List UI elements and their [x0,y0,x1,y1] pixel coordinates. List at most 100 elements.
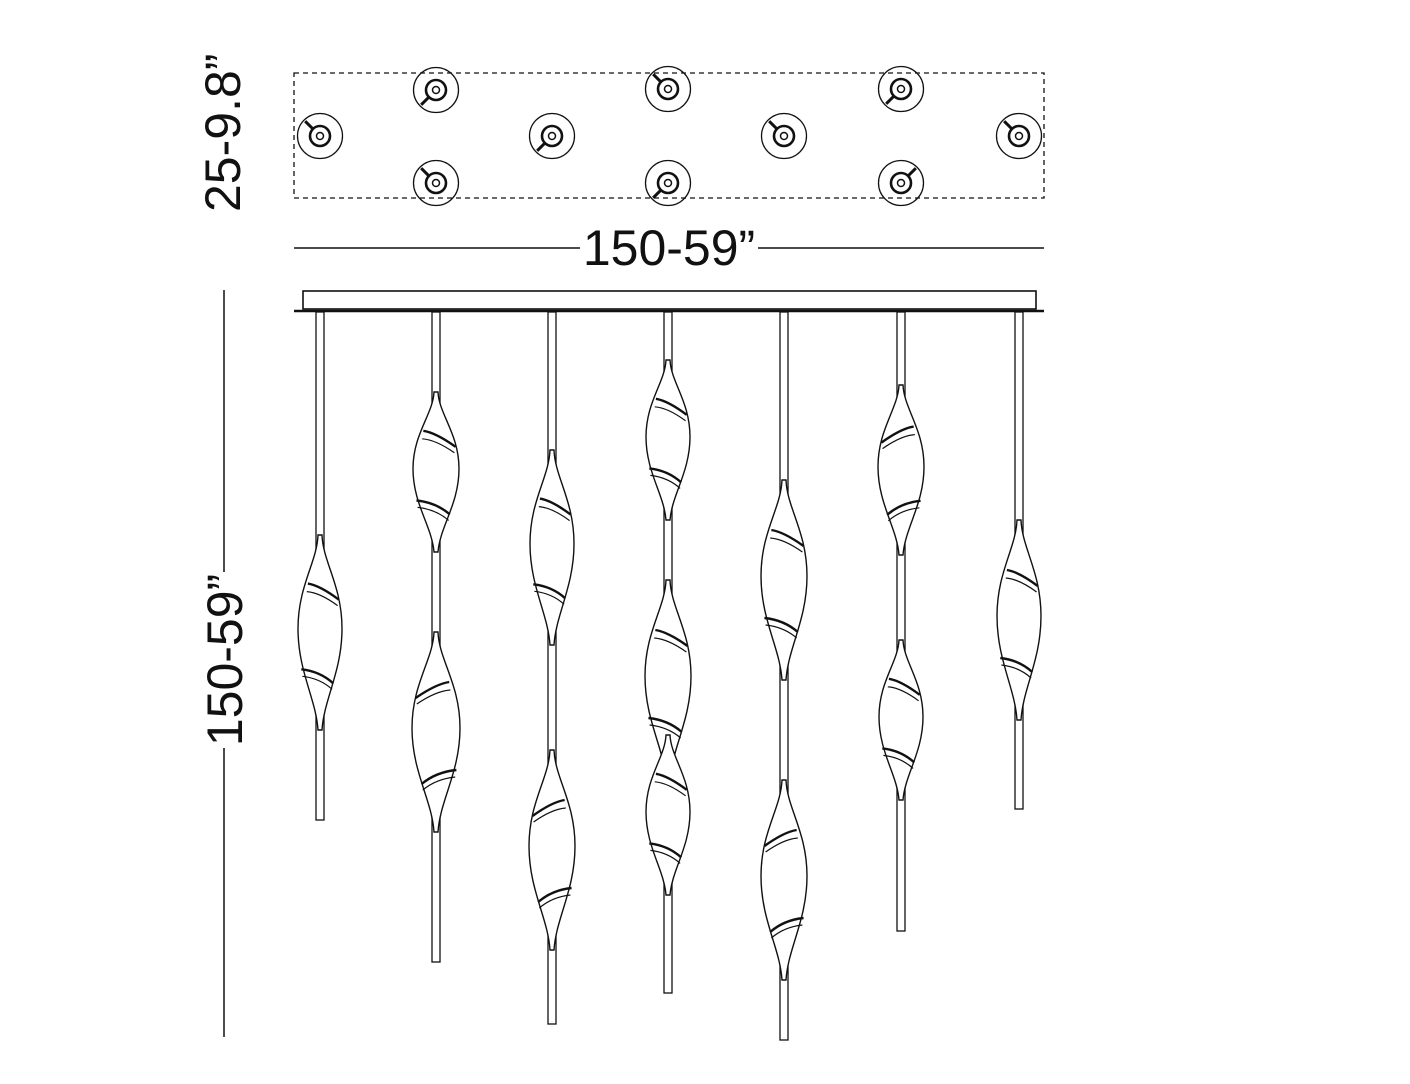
shade-swirl [414,680,450,699]
shade-swirl [886,499,921,516]
shade-swirl-edge [654,637,687,653]
socket-cable-exit [420,96,430,106]
shade-swirl [882,747,916,764]
shade-swirl [769,916,804,933]
shade-swirl-edge [770,537,803,553]
shade-swirl [888,677,921,696]
socket-cable-exit [420,167,430,177]
canopy-outline-dashed [293,72,1045,199]
shade-swirl [539,497,572,516]
socket-outer-ring [412,159,460,207]
pendant-group [297,311,1042,1041]
shade-swirl [655,772,688,791]
glass-shade [760,479,808,681]
socket-center [1014,131,1024,141]
socket-cable-exit [768,120,778,130]
canopy-width-dimension: 150-59” [294,220,1044,276]
shade-swirl [416,499,451,516]
shade-swirl [655,397,688,416]
socket-center [663,178,673,188]
shade-swirl-edge [306,591,338,607]
socket-1 [296,112,344,160]
shade-swirl [420,768,457,785]
overall-height-dimension: 150-59” [197,290,253,1037]
shade-swirl-edge [422,438,455,454]
shade-swirl [531,798,565,817]
shade-swirl [763,828,797,847]
socket-group [296,65,1043,207]
pendant-1 [297,311,343,821]
shade-swirl-edge [770,924,803,939]
glass-shade [996,519,1042,721]
socket-outer-ring [995,112,1043,160]
socket-center [547,131,557,141]
shade-swirl-edge [302,675,333,690]
shade-swirl [880,425,914,444]
shade-swirl-edge [654,406,686,422]
socket-inner-ring [656,77,680,101]
glass-shade [645,734,691,896]
glass-shade [529,449,575,646]
shade-swirl-edge [887,686,919,702]
socket-outer-ring [877,65,925,113]
socket-outer-ring [412,66,460,114]
socket-cable-exit [907,167,917,177]
socket-center [315,131,325,141]
socket-cable-exit [1003,120,1013,130]
shade-swirl [649,467,683,484]
socket-center [663,84,673,94]
socket-cable-exit [652,189,662,199]
shade-swirl-edge [765,837,798,853]
shade-swirl-edge [887,507,920,522]
socket-6 [877,65,925,113]
shade-swirl [648,716,683,733]
socket-inner-ring [1007,124,1031,148]
socket-10 [877,159,925,207]
shade-swirl-edge [765,624,798,639]
shade-swirl-edge [534,590,565,605]
glass-shade [411,631,461,833]
shade-swirl [301,668,335,685]
canopy-width-label: 150-59” [583,220,755,276]
socket-2 [412,66,460,114]
shade-swirl [1006,568,1039,587]
socket-cable-exit [304,120,314,130]
shade-swirl-edge [882,434,915,450]
socket-inner-ring [308,124,332,148]
suspension-rod [547,311,557,1025]
socket-cable-exit [652,73,662,83]
pendant-4 [644,311,692,994]
socket-inner-ring [424,171,448,195]
socket-center [779,131,789,141]
shade-swirl [533,583,567,600]
shade-swirl-edge [650,849,681,864]
socket-8 [412,159,460,207]
shade-swirl [764,616,799,633]
shade-swirl-edge [649,724,682,739]
socket-inner-ring [540,124,564,148]
socket-9 [644,159,692,207]
shade-swirl-edge [417,506,450,521]
canopy-plate [302,290,1037,310]
socket-outer-ring [528,112,576,160]
socket-outer-ring [877,159,925,207]
shade-swirl-edge [533,807,566,823]
socket-3 [528,112,576,160]
socket-4 [644,65,692,113]
shade-swirl-edge [416,689,451,705]
socket-cable-exit [885,95,895,105]
shade-swirl-edge [883,754,914,769]
canopy-side-view [294,290,1044,313]
glass-shade [760,779,808,981]
socket-center [431,85,441,95]
socket-outer-ring [644,65,692,113]
shade-swirl-edge [538,894,571,909]
shade-swirl-edge [422,776,456,791]
shade-swirl [537,886,572,903]
shade-swirl-edge [650,474,681,489]
shade-swirl-edge [1005,577,1037,593]
pendant-7 [996,311,1042,810]
glass-shade [412,391,460,553]
shade-swirl [771,528,805,547]
